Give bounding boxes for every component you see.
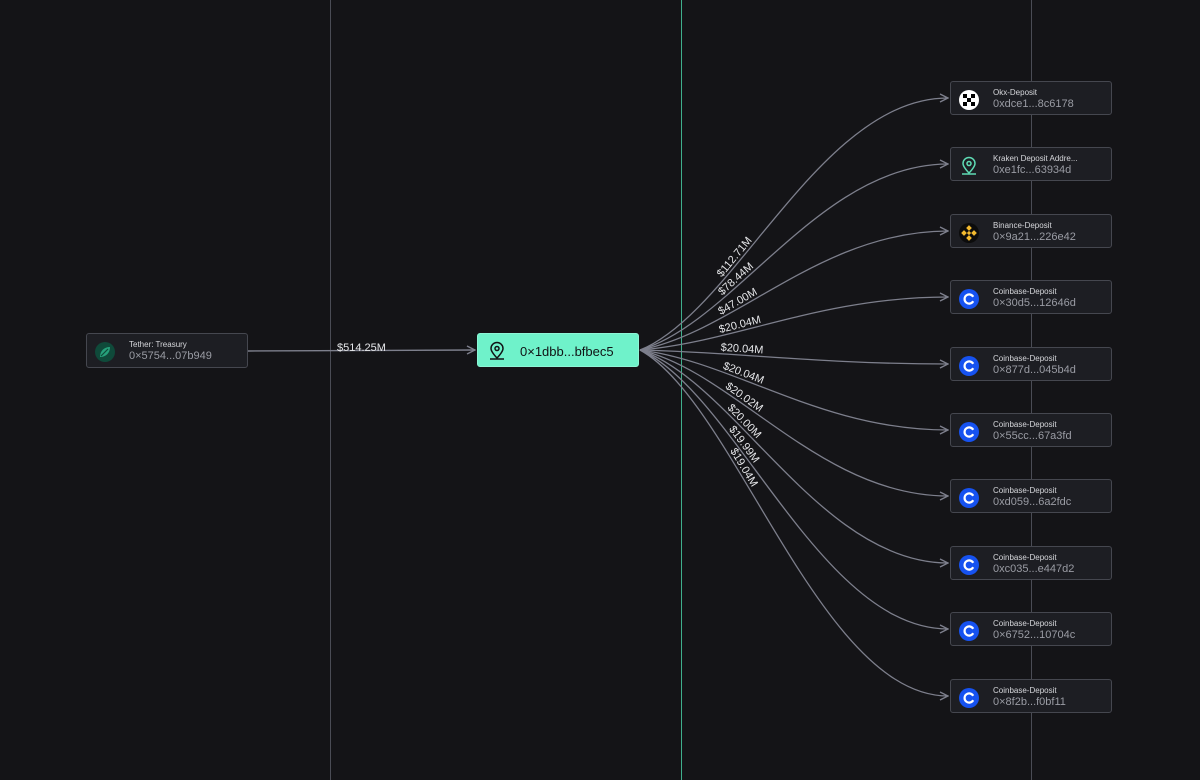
- target-node-address: 0×877d...045b4d: [993, 364, 1076, 376]
- coinbase-icon: [959, 621, 979, 641]
- target-node-name: Coinbase-Deposit: [993, 420, 1057, 429]
- edge-center-to-target-9[interactable]: [639, 349, 948, 629]
- source-node-tether-treasury[interactable]: Tether: Treasury 0×5754...07b949: [86, 333, 248, 368]
- coinbase-icon: [959, 422, 979, 442]
- target-node-address: 0×8f2b...f0bf11: [993, 696, 1066, 708]
- edge-center-to-target-3[interactable]: [639, 231, 948, 351]
- coinbase-icon: [959, 356, 979, 376]
- target-node-name: Binance-Deposit: [993, 221, 1052, 230]
- edge-amount-label-4: $20.04M: [718, 314, 762, 336]
- okx-icon: [959, 90, 979, 110]
- edge-center-to-target-1[interactable]: [639, 98, 948, 351]
- target-node-name: Coinbase-Deposit: [993, 619, 1057, 628]
- target-node-name: Coinbase-Deposit: [993, 287, 1057, 296]
- edge-amount-label-5: $20.04M: [720, 342, 764, 357]
- edge-center-to-target-6[interactable]: [639, 349, 948, 430]
- edge-center-to-target-10[interactable]: [639, 349, 948, 696]
- column-divider-2: [681, 0, 682, 780]
- location-pin-icon: [487, 341, 507, 361]
- center-node[interactable]: 0×1dbb...bfbec5: [477, 333, 639, 367]
- target-node-name: Coinbase-Deposit: [993, 354, 1057, 363]
- coinbase-icon: [959, 688, 979, 708]
- target-node-name: Coinbase-Deposit: [993, 553, 1057, 562]
- target-node-address: 0xd059...6a2fdc: [993, 496, 1072, 508]
- source-node-name: Tether: Treasury: [129, 340, 187, 349]
- edge-center-to-target-7[interactable]: [639, 349, 948, 496]
- source-node-address: 0×5754...07b949: [129, 350, 212, 362]
- location-pin-icon: [959, 156, 979, 176]
- edge-center-to-target-4[interactable]: [639, 297, 948, 351]
- target-node-name: Okx-Deposit: [993, 88, 1038, 97]
- column-divider-3: [1031, 0, 1032, 780]
- target-node-address: 0×30d5...12646d: [993, 297, 1076, 309]
- coinbase-icon: [959, 488, 979, 508]
- binance-icon: [959, 223, 979, 243]
- edge-label-source-amount: $514.25M: [337, 342, 386, 354]
- target-node-address: 0×9a21...226e42: [993, 231, 1076, 243]
- target-node-address: 0xc035...e447d2: [993, 563, 1075, 575]
- edge-center-to-target-2[interactable]: [639, 164, 948, 351]
- target-node-address: 0xe1fc...63934d: [993, 164, 1072, 176]
- target-node-name: Coinbase-Deposit: [993, 486, 1057, 495]
- target-node-address: 0×6752...10704c: [993, 629, 1076, 641]
- edge-center-to-target-8[interactable]: [639, 349, 948, 563]
- tether-leaf-icon: [95, 342, 115, 362]
- center-node-address: 0×1dbb...bfbec5: [520, 344, 614, 359]
- edge-center-to-target-5[interactable]: [639, 349, 948, 364]
- target-node-2[interactable]: Kraken Deposit Addre...0xe1fc...63934d: [950, 147, 1112, 181]
- target-node-address: 0xdce1...8c6178: [993, 98, 1074, 110]
- target-node-name: Coinbase-Deposit: [993, 686, 1057, 695]
- target-node-address: 0×55cc...67a3fd: [993, 430, 1072, 442]
- edge-source-to-center[interactable]: [247, 350, 475, 351]
- column-divider-1: [330, 0, 331, 780]
- coinbase-icon: [959, 555, 979, 575]
- target-node-name: Kraken Deposit Addre...: [993, 154, 1078, 163]
- coinbase-icon: [959, 289, 979, 309]
